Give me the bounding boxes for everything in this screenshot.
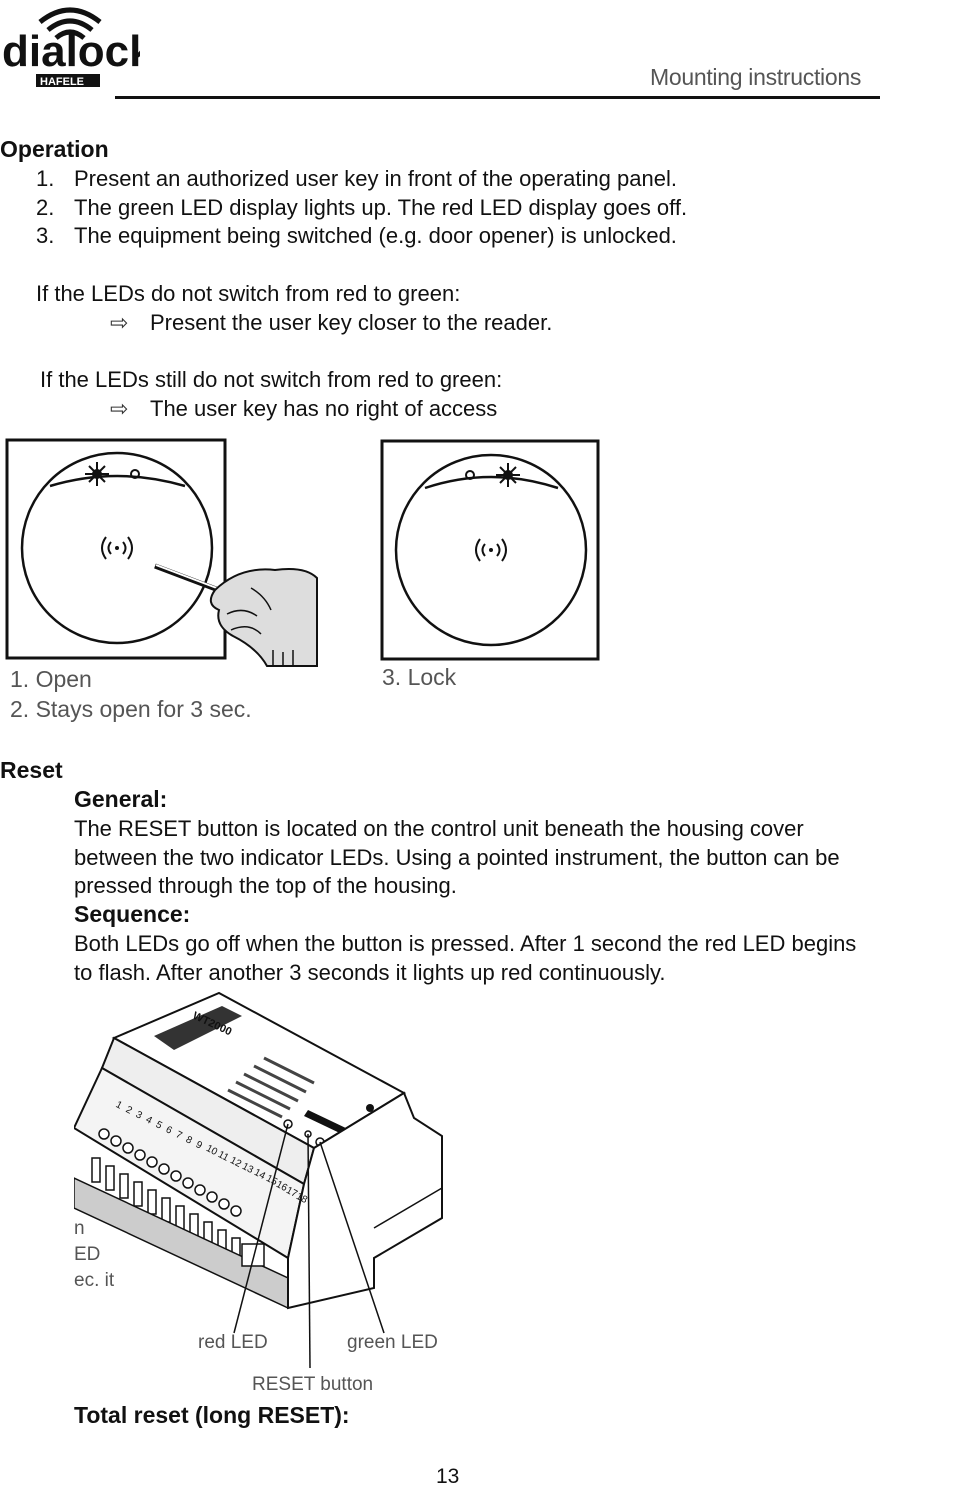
caption-stays-open: 2. Stays open for 3 sec.: [10, 696, 252, 722]
terminal-number: 8: [183, 1134, 194, 1147]
sequence-text-line: to flash. After another 3 seconds it lig…: [74, 960, 666, 985]
step-text: The equipment being switched (e.g. door …: [74, 223, 677, 248]
figure-open-reader: [5, 438, 325, 670]
terminal-numbers: 1 2 3 4 5 6 7 8 9 10 11 12 13 14 15 16 1…: [113, 1099, 316, 1220]
page-number: 13: [436, 1465, 460, 1488]
hand-with-key-icon: [154, 563, 318, 667]
step-number: 1.: [36, 166, 55, 191]
operation-step: 3. The equipment being switched (e.g. doo…: [36, 221, 677, 250]
terminal-number: 9: [193, 1139, 204, 1152]
general-label: General:: [74, 786, 168, 812]
step-text: Present an authorized user key in front …: [74, 166, 677, 191]
terminal-number: 5: [153, 1119, 164, 1132]
logo-text: dialock: [2, 27, 140, 76]
header-divider: [115, 96, 880, 99]
logo-subtext: HAFELE: [40, 76, 84, 88]
logo-graphic: dialock HAFELE: [2, 7, 154, 88]
sequence-text-line: Both LEDs go off when the button is pres…: [74, 931, 857, 956]
terminal-number: 11: [216, 1149, 231, 1164]
caption-lock: 3. Lock: [382, 664, 457, 690]
terminal-number: 2: [123, 1104, 134, 1117]
step-number: 2.: [36, 195, 55, 220]
led-lit-icon: [496, 463, 520, 487]
sequence-label: Sequence:: [74, 901, 191, 927]
general-text-line: The RESET button is located on the contr…: [74, 816, 804, 841]
condition-text: If the LEDs still do not switch from red…: [40, 367, 503, 392]
action-line: ⇨ Present the user key closer to the read…: [110, 308, 552, 337]
general-text-line: between the two indicator LEDs. Using a …: [74, 845, 840, 870]
terminal-number: 6: [163, 1124, 174, 1137]
cut-text: n: [74, 1218, 85, 1239]
led-off-icon: [130, 469, 140, 479]
condition-text: If the LEDs do not switch from red to gr…: [36, 281, 461, 306]
reset-button-label: RESET button: [252, 1374, 373, 1395]
figure-lock-reader: [380, 438, 604, 664]
action-line: ⇨ The user key has no right of access: [110, 394, 497, 423]
reset-heading: Reset: [0, 757, 63, 783]
action-text: The user key has no right of access: [150, 396, 498, 421]
step-text: The green LED display lights up. The red…: [74, 195, 688, 220]
terminal-number: 1: [113, 1099, 124, 1112]
cut-text: ec. it: [74, 1270, 115, 1291]
terminal-number: 4: [143, 1114, 154, 1127]
figure-control-unit: WT2000: [72, 988, 454, 1398]
rfid-symbol-icon: [101, 536, 133, 560]
led-lit-icon: [85, 462, 109, 486]
header-title: Mounting instructions: [650, 64, 862, 90]
action-text: Present the user key closer to the reade…: [150, 310, 553, 335]
terminal-screws: [98, 1128, 242, 1217]
red-led-label: red LED: [198, 1332, 268, 1353]
rfid-symbol-icon: [475, 538, 507, 562]
operation-heading: Operation: [0, 136, 109, 162]
caption-open: 1. Open: [10, 666, 92, 692]
led-off-icon: [465, 470, 475, 480]
step-number: 3.: [36, 223, 55, 248]
green-led-label: green LED: [347, 1332, 438, 1353]
cut-text: ED: [74, 1244, 100, 1265]
total-reset-heading: Total reset (long RESET):: [74, 1402, 350, 1428]
operation-step: 1. Present an authorized user key in fron…: [36, 164, 677, 193]
operation-step: 2. The green LED display lights up. The r…: [36, 193, 687, 222]
outline-arrow-right-icon: ⇨: [110, 310, 129, 335]
general-text-line: pressed through the top of the housing.: [74, 873, 457, 898]
terminal-number: 7: [173, 1129, 184, 1142]
outline-arrow-right-icon: ⇨: [110, 396, 129, 421]
dialock-logo: dialock HAFELE: [0, 0, 154, 95]
terminal-number: 3: [133, 1109, 144, 1122]
